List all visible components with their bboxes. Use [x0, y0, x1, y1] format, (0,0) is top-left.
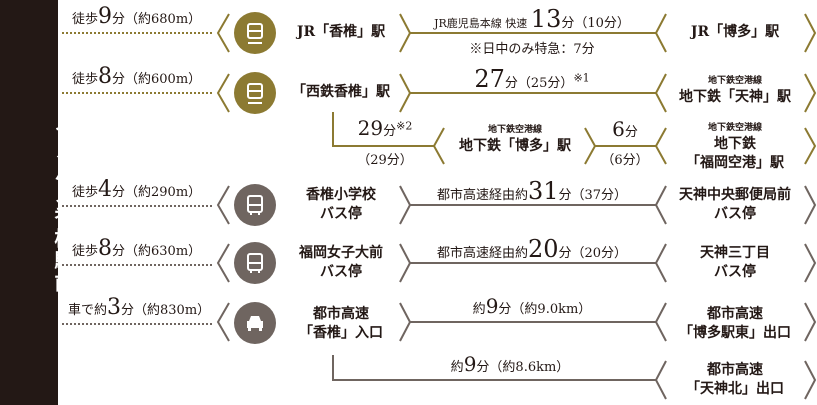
destination-station: 地下鉄空港線地下鉄「天神」駅 [679, 76, 791, 105]
route-time: 都市高速経由約20分（20分） [436, 235, 628, 263]
bus-icon [234, 184, 276, 226]
train-icon [234, 72, 276, 114]
route-time: JR鹿児島本線 快速 13分（10分） [434, 5, 630, 33]
dotted-line [62, 205, 212, 207]
walk-time: 徒歩4分（約290m） [72, 177, 202, 202]
branch-time: 29分※2 [357, 116, 413, 140]
leg-sub-time: （6分） [601, 153, 649, 168]
origin-bus-stop: 香椎小学校バス停 [306, 187, 376, 222]
origin-bus-stop: 福岡女子大前バス停 [299, 245, 383, 280]
walk-time: 徒歩9分（約680m） [72, 4, 202, 29]
walk-time: 徒歩8分（約630m） [72, 236, 202, 261]
route-note: ※日中のみ特急：7分 [469, 42, 595, 57]
route-time: 27分（25分）※1 [474, 65, 590, 93]
dotted-line [62, 264, 212, 266]
train-icon [234, 12, 276, 54]
destination-station: 地下鉄空港線地下鉄「福岡空港」駅 [686, 123, 784, 171]
car-icon [234, 302, 276, 344]
destination-bus-stop: 天神三丁目バス停 [700, 245, 770, 280]
route-time: 約9分（約8.6km） [450, 352, 570, 376]
walk-time: 徒歩8分（約600m） [72, 64, 202, 89]
origin-expressway-entrance: 都市高速「香椎」入口 [299, 306, 383, 341]
origin-station: JR「香椎」駅 [296, 24, 386, 40]
drive-time: 車で約3分（約830m） [68, 295, 211, 320]
destination-expressway-exit: 都市高速「博多駅東」出口 [679, 306, 791, 341]
dotted-line [62, 323, 212, 325]
origin-station: 「西鉄香椎」駅 [292, 84, 390, 100]
branch-sub-time: （29分） [357, 153, 413, 168]
leg-time: 6分 [612, 117, 638, 141]
transfer-station: 地下鉄空港線地下鉄「博多」駅 [459, 125, 571, 154]
route-time: 約9分（約9.0km） [472, 294, 592, 318]
dotted-line [62, 92, 212, 94]
destination-expressway-exit: 都市高速「天神北」出口 [686, 362, 784, 397]
bus-icon [234, 242, 276, 284]
route-time: 都市高速経由約31分（37分） [436, 177, 628, 205]
dotted-line [62, 32, 212, 34]
destination-bus-stop: 天神中央郵便局前バス停 [679, 187, 791, 222]
destination-station: JR「博多」駅 [690, 24, 780, 40]
